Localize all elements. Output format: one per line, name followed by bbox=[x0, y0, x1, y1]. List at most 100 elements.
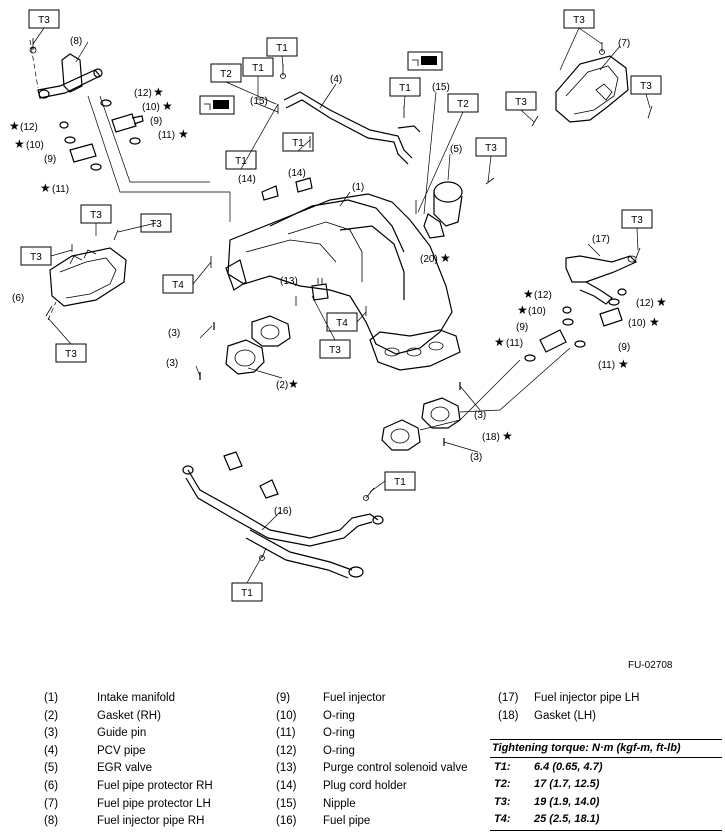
torque-key: T1: bbox=[494, 760, 511, 773]
svg-text:T3: T3 bbox=[65, 349, 77, 360]
legend-num: (9) bbox=[276, 692, 291, 704]
legend-num: (11) bbox=[276, 727, 296, 740]
svg-text:T2: T2 bbox=[220, 69, 232, 80]
callout: (12) bbox=[134, 88, 152, 99]
torque-tag: T3 bbox=[28, 9, 60, 29]
torque-tag: T3 bbox=[20, 246, 52, 266]
torque-tag: T1 bbox=[389, 77, 421, 97]
legend-item: (1)Intake manifold bbox=[44, 690, 213, 708]
torque-row: T4: 25 (2.5, 18.1) bbox=[490, 811, 722, 829]
callout: (8) bbox=[70, 36, 82, 47]
svg-text:★: ★ bbox=[517, 303, 528, 317]
torque-title: Tightening torque: N·m (kgf-m, ft-lb) bbox=[490, 740, 722, 758]
callout: (7) bbox=[618, 38, 630, 49]
torque-tag: T3 bbox=[630, 75, 662, 95]
svg-text:T1: T1 bbox=[241, 588, 253, 599]
legend-num: (1) bbox=[44, 692, 59, 704]
legend-name: Fuel pipe protector LH bbox=[97, 797, 211, 810]
torque-key: T2: bbox=[494, 778, 511, 791]
legend-name: Gasket (RH) bbox=[97, 709, 161, 722]
svg-text:T2: T2 bbox=[457, 99, 469, 110]
torque-tag: T4 bbox=[326, 312, 358, 332]
plug-cord-holder bbox=[261, 177, 313, 201]
torque-value: 19 (1.9, 14.0) bbox=[534, 795, 600, 808]
callout: (10) bbox=[142, 102, 160, 113]
legend-num: (2) bbox=[44, 709, 59, 722]
callout: (9) bbox=[516, 322, 528, 333]
svg-text:T1: T1 bbox=[399, 83, 411, 94]
torque-tag: T1 bbox=[384, 471, 416, 491]
torque-tag: T3 bbox=[563, 9, 595, 29]
callout: (18) bbox=[482, 432, 500, 443]
fuel-pipe-protector-lh bbox=[555, 55, 629, 123]
svg-text:★: ★ bbox=[618, 357, 629, 371]
legend-name: Fuel injector pipe RH bbox=[97, 815, 205, 828]
svg-text:★: ★ bbox=[440, 251, 451, 265]
legend-name: Fuel injector bbox=[323, 692, 386, 704]
svg-text:★: ★ bbox=[502, 429, 513, 443]
torque-tag: T4 bbox=[162, 274, 194, 294]
callout: (15) bbox=[250, 96, 268, 107]
callout: (3) bbox=[168, 328, 180, 339]
callout: (2) bbox=[276, 380, 288, 391]
svg-text:T3: T3 bbox=[515, 97, 527, 108]
svg-text:★: ★ bbox=[40, 181, 51, 195]
legend-num: (12) bbox=[276, 744, 297, 757]
svg-text:T3: T3 bbox=[485, 143, 497, 154]
legend-item: (9) Fuel injector bbox=[276, 690, 467, 708]
legend-num: (16) bbox=[276, 815, 297, 828]
legend-name: EGR valve bbox=[97, 762, 152, 775]
svg-text:T3: T3 bbox=[38, 15, 50, 26]
legend-num: (18) bbox=[498, 709, 519, 722]
legend-num: (13) bbox=[276, 762, 297, 775]
callout: (17) bbox=[592, 234, 610, 245]
svg-text:T1: T1 bbox=[292, 138, 304, 149]
callout: (6) bbox=[12, 293, 24, 304]
svg-text:T1: T1 bbox=[235, 156, 247, 167]
callout: (5) bbox=[450, 144, 462, 155]
legend-num: (4) bbox=[44, 744, 59, 757]
torque-tag: T1 bbox=[231, 582, 263, 602]
svg-text:★: ★ bbox=[9, 119, 20, 133]
torque-tag: T2 bbox=[210, 63, 242, 83]
callout: (14) bbox=[288, 168, 306, 179]
callout: (12) bbox=[534, 290, 552, 301]
legend-name: Fuel pipe protector RH bbox=[97, 779, 213, 792]
legend-column-2: (9)Fuel injector (10)O-ring (11)O-ring (… bbox=[276, 690, 467, 831]
legend-name: O-ring bbox=[323, 727, 355, 740]
svg-text:T4: T4 bbox=[172, 280, 184, 291]
fuel-injector-pipe-rh bbox=[29, 39, 103, 99]
legend-name: Guide pin bbox=[97, 727, 147, 740]
legend-num: (15) bbox=[276, 797, 297, 810]
torque-key: T4: bbox=[494, 813, 511, 826]
legend-column-3: (17)Fuel injector pipe LH (18)Gasket (LH… bbox=[498, 690, 639, 725]
legend-item: (18)Gasket (LH) bbox=[498, 708, 639, 726]
torque-tag: T1 bbox=[266, 37, 298, 57]
torque-tag: T1 bbox=[282, 132, 314, 152]
intake-manifold bbox=[225, 193, 461, 371]
replace-stars: ★ ★ ★ ★ ★ ★ ★ ★ ★ ★ ★ ★ ★ ★ ★ bbox=[9, 85, 667, 443]
callout: (12) bbox=[20, 122, 38, 133]
callout: (11) bbox=[158, 130, 175, 141]
callout: (13) bbox=[280, 276, 298, 287]
legend-num: (7) bbox=[44, 797, 59, 810]
svg-text:★: ★ bbox=[14, 137, 25, 151]
legend-num: (17) bbox=[498, 692, 519, 704]
callout: (10) bbox=[628, 318, 646, 329]
purge-control-solenoid-valve bbox=[311, 278, 329, 301]
legend-item: (3)Guide pin bbox=[44, 725, 213, 743]
fuel-injector-pipe-lh bbox=[565, 255, 638, 305]
svg-text:T3: T3 bbox=[90, 210, 102, 221]
fuel-injector-lh-left bbox=[524, 306, 574, 362]
pcv-pipe bbox=[283, 91, 421, 165]
callout: (9) bbox=[44, 154, 56, 165]
torque-tag: T3 bbox=[505, 91, 537, 111]
legend-item: (17)Fuel injector pipe LH bbox=[498, 690, 639, 708]
legend-num: (5) bbox=[44, 762, 59, 775]
callout: (10) bbox=[528, 306, 546, 317]
legend-name: Fuel pipe bbox=[323, 815, 371, 828]
torque-value: 25 (2.5, 18.1) bbox=[534, 813, 600, 826]
legend-item: (15)Nipple bbox=[276, 796, 467, 814]
callout: (20) bbox=[420, 254, 438, 265]
svg-text:T3: T3 bbox=[150, 219, 162, 230]
